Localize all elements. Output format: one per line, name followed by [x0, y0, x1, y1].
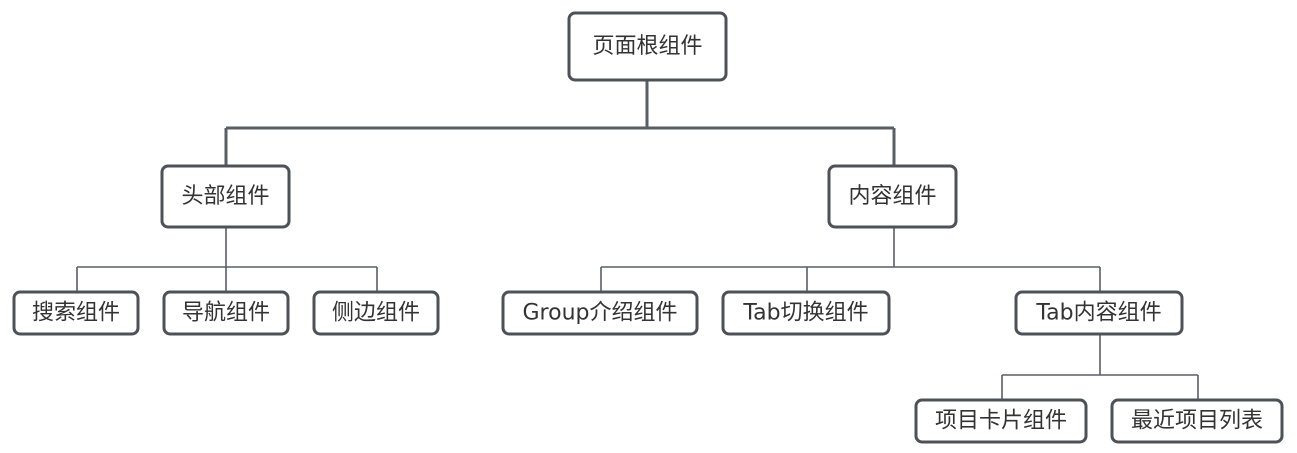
edge-tabcontent-to-children — [1001, 334, 1199, 400]
node-project-card: 项目卡片组件 — [914, 398, 1088, 444]
node-label: 最近项目列表 — [1131, 409, 1263, 434]
tree-edges — [76, 80, 1199, 400]
node-recent-list: 最近项目列表 — [1110, 398, 1284, 444]
node-tab-switch: Tab切换组件 — [721, 290, 891, 336]
edge-header-to-children — [76, 227, 378, 292]
node-label: 搜索组件 — [32, 301, 120, 326]
node-search: 搜索组件 — [12, 290, 140, 336]
edge-root-to-level1 — [224, 80, 896, 166]
node-label: 头部组件 — [181, 184, 269, 209]
node-content: 内容组件 — [827, 164, 958, 229]
node-group-intro: Group介绍组件 — [501, 290, 699, 336]
node-label: 导航组件 — [182, 301, 270, 326]
node-sidebar: 侧边组件 — [312, 290, 440, 336]
node-label: 项目卡片组件 — [935, 409, 1067, 434]
node-label: Tab切换组件 — [742, 301, 868, 326]
node-root: 页面根组件 — [567, 11, 728, 82]
node-header: 头部组件 — [160, 164, 291, 229]
node-label: 页面根组件 — [592, 34, 702, 59]
node-label: Group介绍组件 — [523, 301, 678, 326]
node-label: 内容组件 — [848, 184, 936, 209]
node-nav: 导航组件 — [162, 290, 290, 336]
edge-content-to-children — [600, 227, 1101, 292]
node-label: Tab内容组件 — [1035, 301, 1161, 326]
node-tab-content: Tab内容组件 — [1014, 290, 1184, 336]
node-label: 侧边组件 — [332, 301, 420, 326]
